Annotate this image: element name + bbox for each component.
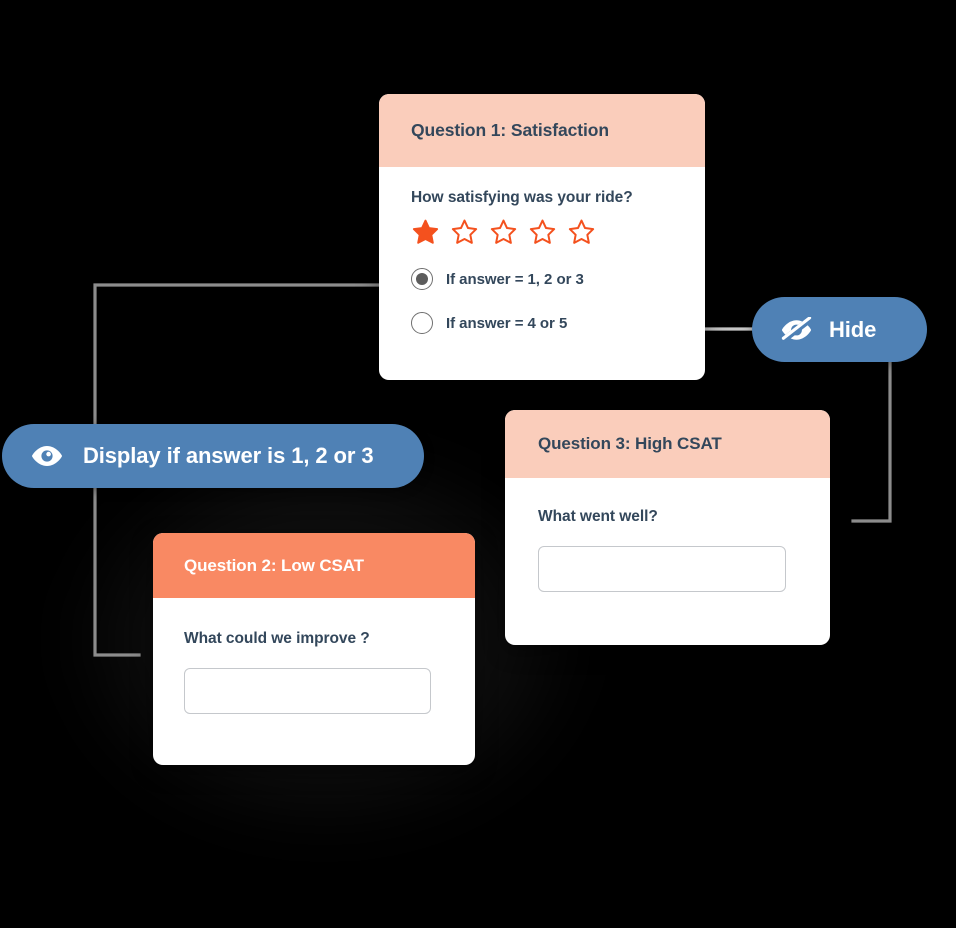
card-question-2-header: Question 2: Low CSAT: [153, 533, 475, 598]
card-question-3-title: Question 3: High CSAT: [538, 434, 722, 453]
card-question-1-title: Question 1: Satisfaction: [411, 120, 609, 140]
radio-button-high-score[interactable]: [411, 312, 433, 334]
card-question-2[interactable]: Question 2: Low CSAT What could we impro…: [153, 533, 475, 765]
star-icon-empty[interactable]: [450, 218, 479, 246]
question-1-prompt: How satisfying was your ride?: [411, 189, 633, 206]
question-3-prompt: What went well?: [538, 508, 658, 525]
badge-display-condition-label: Display if answer is 1, 2 or 3: [83, 443, 374, 468]
condition-option-row-1[interactable]: If answer = 1, 2 or 3: [411, 268, 673, 290]
star-icon-empty[interactable]: [489, 218, 518, 246]
eye-icon: [30, 443, 64, 469]
badge-hide-condition[interactable]: Hide: [752, 297, 927, 362]
star-icon-empty[interactable]: [528, 218, 557, 246]
eye-slash-icon: [780, 316, 813, 343]
card-question-3-body: What went well?: [505, 478, 830, 592]
card-question-1[interactable]: Question 1: Satisfaction How satisfying …: [379, 94, 705, 380]
radio-label-low-score: If answer = 1, 2 or 3: [446, 270, 584, 288]
star-icon-empty[interactable]: [567, 218, 596, 246]
badge-hide-condition-label: Hide: [829, 316, 877, 342]
card-question-1-header: Question 1: Satisfaction: [379, 94, 705, 167]
condition-option-row-2[interactable]: If answer = 4 or 5: [411, 312, 673, 334]
card-question-3[interactable]: Question 3: High CSAT What went well?: [505, 410, 830, 645]
badge-display-condition[interactable]: Display if answer is 1, 2 or 3: [2, 424, 424, 488]
card-question-3-header: Question 3: High CSAT: [505, 410, 830, 478]
question-3-answer-input[interactable]: [538, 546, 786, 592]
card-question-1-body: How satisfying was your ride?: [379, 167, 705, 334]
star-icon-filled[interactable]: [411, 218, 440, 246]
radio-label-high-score: If answer = 4 or 5: [446, 314, 568, 332]
question-2-answer-input[interactable]: [184, 668, 431, 714]
connector-hide-out-path: [851, 358, 892, 523]
card-question-2-title: Question 2: Low CSAT: [184, 555, 364, 575]
star-rating[interactable]: [411, 218, 673, 246]
card-question-2-body: What could we improve ?: [153, 598, 475, 714]
radio-button-low-score[interactable]: [411, 268, 433, 290]
question-2-prompt: What could we improve ?: [184, 630, 370, 647]
